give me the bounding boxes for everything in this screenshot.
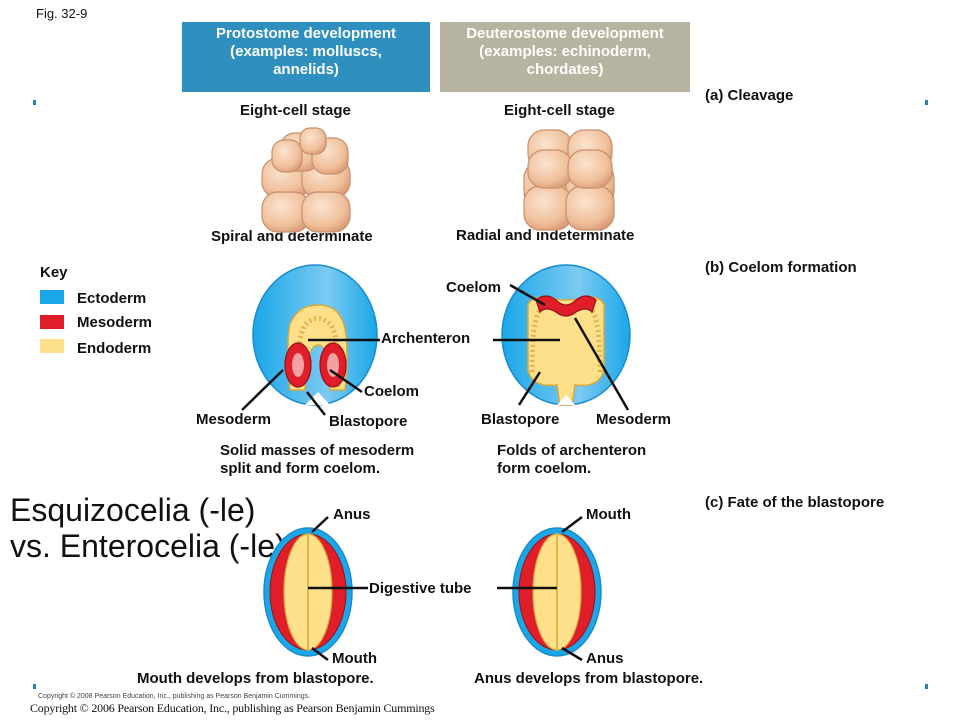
ectoderm-key-label: Ectoderm (77, 290, 147, 307)
coelom-caption-right-line-2: form coelom. (497, 460, 592, 477)
coelom-caption-left-line-2: split and form coelom. (220, 460, 381, 477)
deuterostome-fate-embryo (512, 527, 602, 657)
endoderm-swatch (40, 339, 64, 353)
deuterostome-coelom-embryo (501, 264, 631, 406)
coelom-leader-lines (241, 283, 630, 416)
left-stage-label: Eight-cell stage (240, 102, 351, 119)
corner-mark (33, 684, 36, 689)
ectoderm-swatch (40, 290, 64, 304)
mesoderm-swatch (40, 315, 64, 329)
right-stage-label: Eight-cell stage (504, 102, 615, 119)
copyright-large: Copyright © 2006 Pearson Education, Inc.… (30, 701, 435, 715)
protostome-coelom-embryo (252, 264, 378, 406)
mouth-bottom-label: Mouth (332, 650, 377, 667)
protostome-header-line-1: Protostome development (215, 25, 397, 42)
corner-mark (925, 684, 928, 689)
protostome-header-line-3: annelids) (273, 61, 339, 78)
left-cleavage-type: Spiral and determinate (211, 228, 373, 245)
note-line-2: vs. Enterocelia (-le) (10, 528, 286, 564)
deuterostome-header-line-1: Deuterostome development (466, 25, 664, 42)
fate-caption-left: Mouth develops from blastopore. (137, 670, 374, 687)
deuterostome-eight-cell-embryo (523, 129, 615, 231)
mesoderm-key-label: Mesoderm (77, 314, 153, 331)
note-line-1: Esquizocelia (-le) (10, 492, 256, 528)
anus-bottom-label: Anus (586, 650, 624, 667)
fate-caption-right: Anus develops from blastopore. (474, 670, 704, 687)
corner-mark (33, 100, 36, 105)
copyright-small: Copyright © 2008 Pearson Education, Inc.… (38, 693, 311, 700)
anus-top-label: Anus (333, 506, 371, 523)
deuterostome-header-line-2: (examples: echinoderm, (479, 43, 651, 60)
section-blastopore: (c) Fate of the blastopore (705, 494, 885, 511)
endoderm-key-label: Endoderm (77, 340, 152, 357)
key-title: Key (40, 264, 68, 281)
figure-label: Fig. 32-9 (36, 6, 88, 21)
blastopore-left-label: Blastopore (329, 413, 408, 430)
coelom-caption-left-line-1: Solid masses of mesoderm (220, 442, 415, 459)
deuterostome-header: Deuterostome development (examples: echi… (440, 22, 690, 92)
coelom-left-label: Coelom (364, 383, 420, 400)
corner-mark (925, 100, 928, 105)
protostome-eight-cell-embryo (261, 127, 351, 233)
mouth-top-label: Mouth (586, 506, 631, 523)
protostome-header: Protostome development (examples: mollus… (182, 22, 430, 92)
mesoderm-left-label: Mesoderm (196, 411, 272, 428)
digestive-tube-label: Digestive tube (369, 580, 472, 597)
blastopore-right-label: Blastopore (481, 411, 560, 428)
section-coelom: (b) Coelom formation (705, 259, 857, 276)
coelom-caption-left: Solid masses of mesoderm split and form … (220, 442, 414, 478)
note-text: Esquizocelia (-le) vs. Enterocelia (-le) (10, 492, 286, 564)
coelom-caption-right: Folds of archenteron form coelom. (497, 442, 646, 478)
mesoderm-right-label: Mesoderm (596, 411, 672, 428)
coelom-caption-right-line-1: Folds of archenteron (497, 442, 647, 459)
right-cleavage-type: Radial and indeterminate (456, 227, 635, 244)
deuterostome-header-line-3: chordates) (526, 61, 604, 78)
archenteron-label: Archenteron (381, 330, 471, 347)
section-cleavage: (a) Cleavage (705, 87, 794, 104)
protostome-header-line-2: (examples: molluscs, (230, 43, 382, 60)
coelom-top-label: Coelom (446, 279, 502, 296)
